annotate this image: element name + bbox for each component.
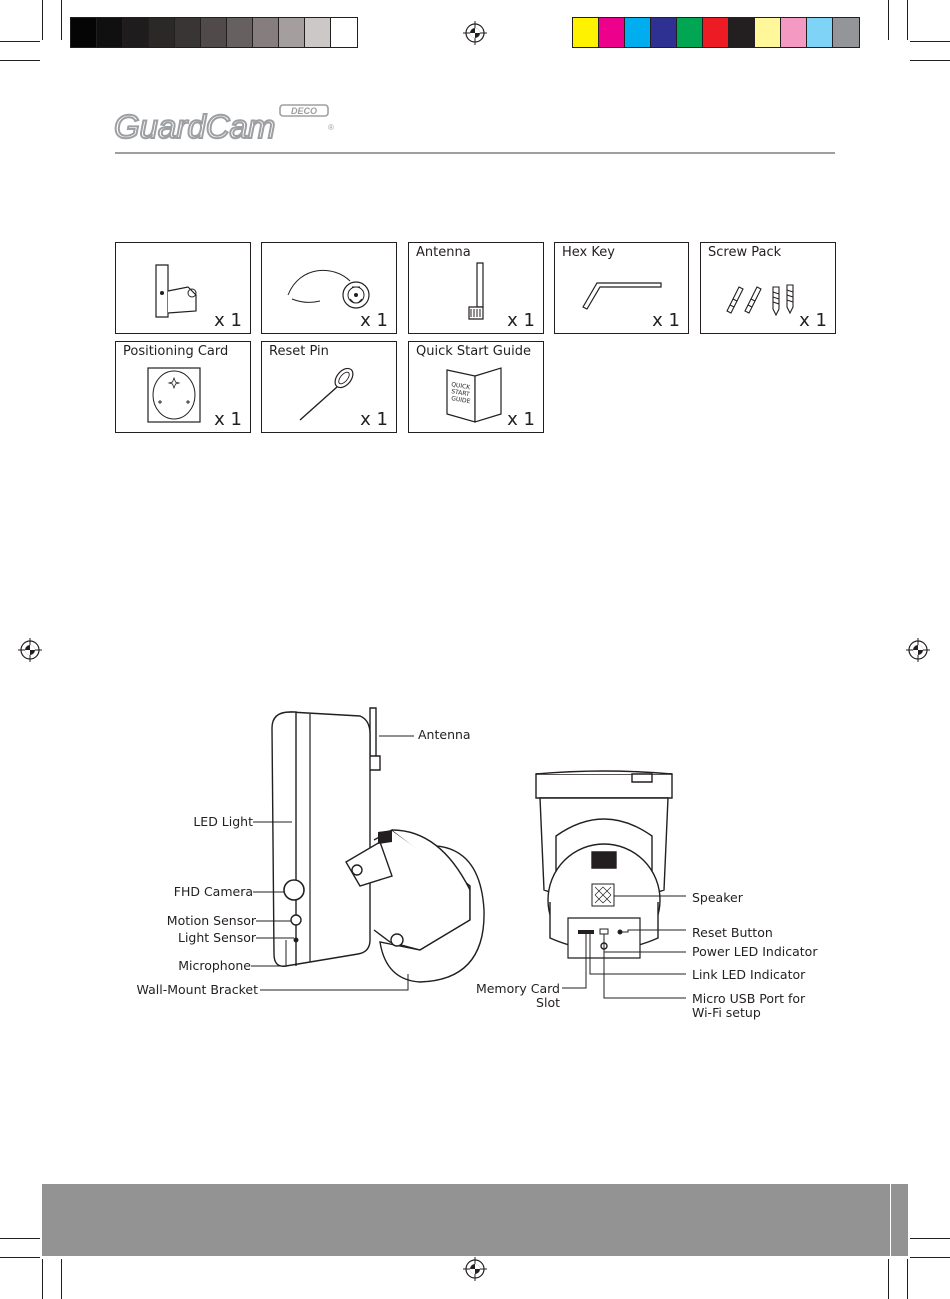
guardcam-logo: DECO GuardCam ® <box>114 104 334 144</box>
color-swatch <box>331 18 357 47</box>
callout-power-led-indicator: Power LED Indicator <box>692 944 818 959</box>
callout-reset-button: Reset Button <box>692 925 773 940</box>
color-swatch <box>599 18 625 47</box>
gray-color-bar <box>70 17 358 48</box>
antenna-icon <box>468 262 484 320</box>
color-swatch <box>97 18 123 47</box>
item-quantity: x 1 <box>652 310 680 331</box>
callout-micro-usb-line1: Micro USB Port for <box>692 991 806 1006</box>
item-label: Antenna <box>416 245 471 260</box>
color-swatch <box>305 18 331 47</box>
callout-microphone: Microphone <box>178 958 251 973</box>
color-swatch <box>573 18 599 47</box>
item-quantity: x 1 <box>214 409 242 430</box>
logo-wordmark: GuardCam <box>114 108 275 144</box>
registration-mark-icon <box>906 638 930 662</box>
item-card-bracket: x 1 <box>115 242 251 334</box>
bracket-icon <box>155 264 197 318</box>
positioning-card-icon <box>147 367 201 423</box>
footer-band <box>42 1184 908 1256</box>
callout-memory-card-line2: Slot <box>536 995 560 1010</box>
item-card-screw-pack: Screw Pack x 1 <box>700 242 836 334</box>
item-label: Positioning Card <box>123 344 229 359</box>
logo-badge-text: DECO <box>291 106 317 116</box>
item-quantity: x 1 <box>360 409 388 430</box>
callout-antenna: Antenna <box>418 727 471 742</box>
callout-motion-sensor: Motion Sensor <box>166 913 256 928</box>
guide-cover-line: QUICK <box>451 381 472 391</box>
callout-leader-lines <box>251 735 686 999</box>
guide-cover-line: GUIDE <box>451 395 471 405</box>
callout-memory-card-slot: Memory Card Slot <box>440 982 560 1010</box>
color-swatch <box>703 18 729 47</box>
callout-memory-card-line1: Memory Card <box>475 981 560 996</box>
guide-cover-line: START <box>451 388 471 398</box>
color-swatch <box>781 18 807 47</box>
registered-mark: ® <box>328 123 334 132</box>
header-divider <box>115 152 835 154</box>
item-card-reset-pin: Reset Pin x 1 <box>261 341 397 433</box>
item-quantity: x 1 <box>507 409 535 430</box>
callout-link-led-indicator: Link LED Indicator <box>692 967 806 982</box>
item-card-antenna: Antenna x 1 <box>408 242 544 334</box>
footer-trim-line <box>890 1184 891 1256</box>
color-swatch <box>755 18 781 47</box>
item-label: Reset Pin <box>269 344 329 359</box>
callout-micro-usb-line2: Wi-Fi setup <box>692 1005 761 1020</box>
callout-speaker: Speaker <box>692 890 743 905</box>
callout-led-light: LED Light <box>193 814 253 829</box>
color-swatch <box>677 18 703 47</box>
camera-side-view <box>271 707 485 983</box>
process-color-bar <box>572 17 860 48</box>
camera-rear-view <box>535 770 673 959</box>
registration-mark-icon <box>463 21 487 45</box>
item-card-positioning-card: Positioning Card x 1 <box>115 341 251 433</box>
screw-pack-icon <box>726 284 794 317</box>
power-cable-icon <box>287 269 370 309</box>
color-swatch <box>279 18 305 47</box>
color-swatch <box>729 18 755 47</box>
registration-mark-icon <box>18 638 42 662</box>
reset-pin-icon <box>299 367 354 421</box>
item-quantity: x 1 <box>507 310 535 331</box>
color-swatch <box>807 18 833 47</box>
callout-light-sensor: Light Sensor <box>177 930 256 945</box>
callout-fhd-camera: FHD Camera <box>173 884 253 899</box>
color-swatch <box>833 18 859 47</box>
product-diagram <box>251 707 686 999</box>
color-swatch <box>175 18 201 47</box>
color-swatch <box>227 18 253 47</box>
item-quantity: x 1 <box>360 310 388 331</box>
registration-mark-icon <box>463 1257 487 1281</box>
color-swatch <box>651 18 677 47</box>
quick-start-guide-icon: QUICK START GUIDE <box>446 367 502 423</box>
item-quantity: x 1 <box>214 310 242 331</box>
item-card-hex-key: Hex Key x 1 <box>554 242 689 334</box>
callout-wall-mount-bracket: Wall-Mount Bracket <box>136 982 258 997</box>
color-swatch <box>253 18 279 47</box>
item-quantity: x 1 <box>799 310 827 331</box>
color-swatch <box>625 18 651 47</box>
callout-micro-usb-port: Micro USB Port for Wi-Fi setup <box>692 992 805 1020</box>
item-card-quick-start-guide: Quick Start Guide QUICK START GUIDE x 1 <box>408 341 544 433</box>
item-card-power-cable: x 1 <box>261 242 397 334</box>
color-swatch <box>201 18 227 47</box>
item-label: Screw Pack <box>708 245 782 260</box>
color-swatch <box>123 18 149 47</box>
hex-key-icon <box>582 282 662 310</box>
item-label: Hex Key <box>562 245 615 260</box>
color-swatch <box>71 18 97 47</box>
item-label: Quick Start Guide <box>416 344 531 359</box>
color-swatch <box>149 18 175 47</box>
